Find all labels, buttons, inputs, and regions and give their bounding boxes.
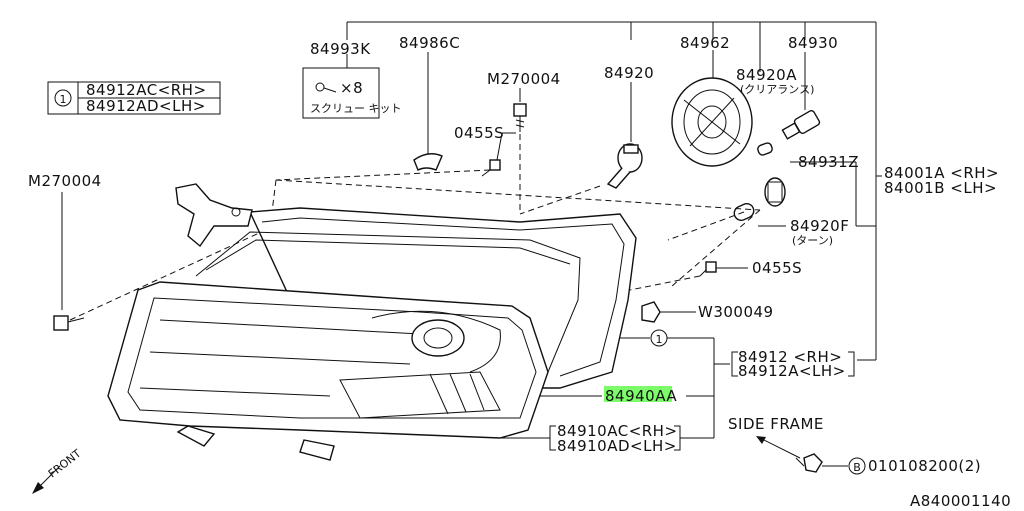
label-84910ac: 84910AC<RH> xyxy=(557,422,678,440)
label-0455s-right: 0455S xyxy=(752,259,802,277)
label-w300049: W300049 xyxy=(698,303,774,321)
nut-w300049 xyxy=(641,301,661,323)
screw-0455s-right xyxy=(699,261,717,277)
screw-icon xyxy=(315,82,337,93)
label-84912: 84912 <RH> xyxy=(738,348,842,366)
screw-kit-label: スクリュー キット xyxy=(310,102,402,115)
socket-84930 xyxy=(781,109,821,140)
label-84912a: 84912A<LH> xyxy=(738,362,846,380)
label-m270004-left: M270004 xyxy=(28,172,102,190)
label-0455s-top: 0455S xyxy=(454,124,504,142)
label-84986c: 84986C xyxy=(399,34,460,52)
clearance-bulb-84920a xyxy=(757,142,773,156)
screw-count: ×8 xyxy=(340,79,363,97)
bolt-marker: B xyxy=(853,461,861,474)
label-84920f: 84920F xyxy=(790,217,849,235)
legend-marker: 1 xyxy=(60,93,67,106)
dust-cover-84962 xyxy=(671,77,753,167)
marker-1: 1 xyxy=(656,333,663,346)
label-84930: 84930 xyxy=(788,34,838,52)
bolt-icon xyxy=(795,453,823,473)
legend-row-rh: 84912AC<RH> xyxy=(86,81,207,99)
label-84920f-note: (ターン) xyxy=(792,234,833,247)
label-84993k: 84993K xyxy=(310,40,371,58)
label-84001b: 84001B <LH> xyxy=(884,179,997,197)
socket-84931z xyxy=(764,177,786,207)
top-bracket-lines xyxy=(346,21,882,361)
highlight-84940aa xyxy=(604,386,672,402)
legend-row-lh: 84912AD<LH> xyxy=(86,97,206,115)
diagram-id: A840001140 xyxy=(910,492,1011,510)
label-84920a: 84920A xyxy=(736,66,797,84)
label-84920: 84920 xyxy=(604,64,654,82)
label-m270004-top: M270004 xyxy=(487,70,561,88)
side-frame-arrow xyxy=(756,436,801,459)
screw-0455s-top xyxy=(481,159,501,177)
label-84910ad: 84910AD<LH> xyxy=(557,437,677,455)
legend-box: 1 84912AC<RH> 84912AD<LH> xyxy=(47,81,221,115)
label-84001a: 84001A <RH> xyxy=(884,164,999,182)
screw-m270004-top xyxy=(513,103,527,132)
screw-kit-box: ×8 スクリュー キット xyxy=(302,54,402,119)
label-84962: 84962 xyxy=(680,34,730,52)
label-front: FRONT xyxy=(46,447,84,481)
label-bolt-part: 010108200(2) xyxy=(868,457,981,475)
screw-m270004-left xyxy=(53,315,85,331)
label-84931z: 84931Z xyxy=(798,153,859,171)
clip-84986c xyxy=(413,153,443,171)
label-84920a-note: (クリアランス) xyxy=(740,83,814,96)
headlight-bulb-84920 xyxy=(606,143,643,189)
front-arrow-icon xyxy=(32,465,61,494)
headlight-assembly xyxy=(107,183,637,461)
label-side-frame: SIDE FRAME xyxy=(728,415,824,433)
label-84940aa: 84940AA xyxy=(605,387,677,405)
